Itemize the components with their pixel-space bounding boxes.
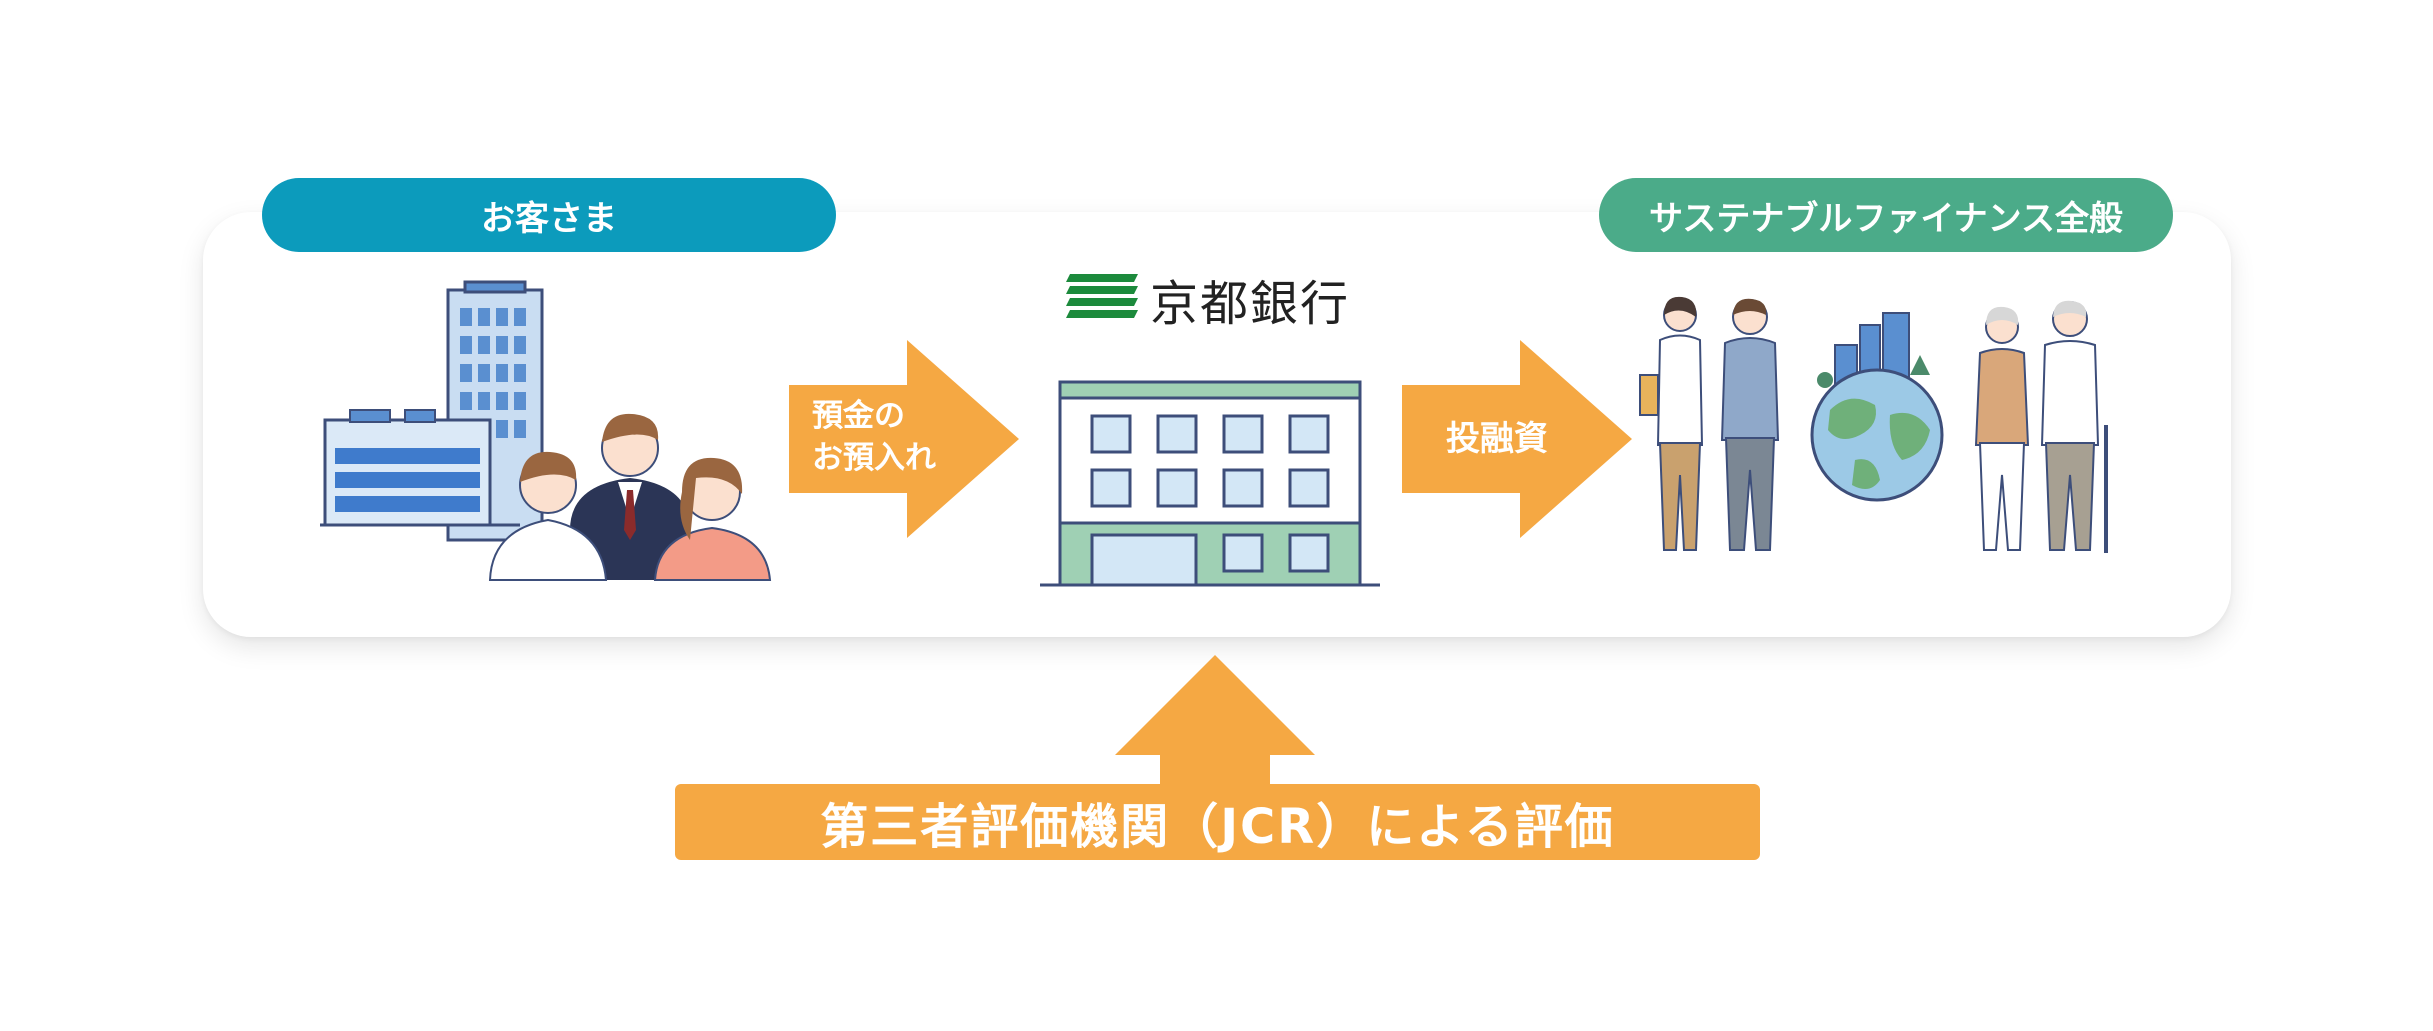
bank-name: 京都銀行 xyxy=(1150,276,1351,332)
evaluation-arrow xyxy=(1115,655,1315,790)
office-buildings-icon xyxy=(320,280,544,542)
sustainable-finance-label: サステナブルファイナンス全般 xyxy=(1599,178,2173,252)
diverse-people-icon xyxy=(1639,296,2108,553)
customers-people-icon xyxy=(488,413,772,581)
deposit-label-line1: 預金の xyxy=(812,398,905,434)
third-party-evaluation-bar: 第三者評価機関（JCR）による評価 xyxy=(675,784,1760,860)
bank-logo-icon xyxy=(1066,274,1138,318)
deposit-label-line2: お預入れ xyxy=(812,440,936,476)
bank-building-icon xyxy=(1040,380,1380,587)
deposit-label: 預金の お預入れ xyxy=(812,395,936,479)
financing-label: 投融資 xyxy=(1446,419,1548,459)
deposit-arrow xyxy=(789,340,1019,538)
third-party-evaluation-label: 第三者評価機関（JCR）による評価 xyxy=(820,799,1615,855)
financing-arrow xyxy=(1402,340,1632,538)
customers-label: お客さま xyxy=(262,178,836,252)
